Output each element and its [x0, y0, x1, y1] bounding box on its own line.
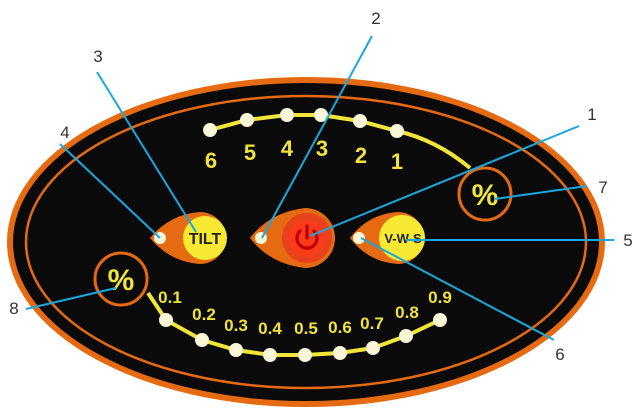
- upper-scale-led: [390, 124, 404, 138]
- vws-button[interactable]: [379, 215, 425, 261]
- callout-label-5: 5: [623, 231, 632, 250]
- lower-scale-led: [399, 329, 413, 343]
- lower-scale-label: 0.1: [158, 288, 182, 307]
- upper-scale-label: 5: [244, 140, 256, 165]
- percent-upper-button[interactable]: [457, 166, 513, 222]
- callout-line-8: [25, 287, 117, 310]
- upper-scale-label: 2: [355, 143, 367, 168]
- upper-scale-label: 3: [316, 136, 328, 161]
- lower-scale-led: [366, 341, 380, 355]
- percent-upper-label: %: [472, 179, 499, 212]
- callout-line-7: [494, 185, 588, 200]
- lower-scale-led: [263, 348, 277, 362]
- vws-button-group[interactable]: V-W-S: [350, 212, 425, 264]
- upper-scale-led: [314, 108, 328, 122]
- lower-scale-label: 0.5: [294, 319, 318, 338]
- callout-label-2: 2: [371, 9, 380, 28]
- percent-lower-button-group[interactable]: %: [93, 251, 149, 307]
- panel-inner-ring: [24, 94, 588, 390]
- vws-button-label: V-W-S: [384, 231, 422, 246]
- lower-scale-led: [159, 313, 173, 327]
- callout-labels: 1 2 3 4 5 6 7 8: [9, 9, 632, 364]
- power-icon: [295, 224, 319, 250]
- upper-scale-led: [203, 123, 217, 137]
- callout-lines: [25, 35, 614, 341]
- callout-label-8: 8: [9, 299, 18, 318]
- callout-label-1: 1: [587, 105, 596, 124]
- lower-scale-label: 0.6: [328, 318, 352, 337]
- lower-scale-led: [229, 343, 243, 357]
- lower-scale-track: [146, 291, 441, 357]
- lower-scale-led: [298, 348, 312, 362]
- upper-scale-label: 6: [205, 148, 217, 173]
- callout-label-6: 6: [555, 345, 564, 364]
- vws-indicator-led: [353, 232, 365, 244]
- callout-line-2: [261, 35, 373, 239]
- callout-label-3: 3: [93, 47, 102, 66]
- lower-scale-leds: 0.1 0.2 0.3 0.4 0.5 0.6 0.7 0.8 0.9: [158, 288, 452, 362]
- percent-lower-button[interactable]: [93, 251, 149, 307]
- lower-scale-label: 0.3: [224, 316, 248, 335]
- callout-line-1: [309, 125, 580, 237]
- upper-scale-label: 1: [391, 149, 403, 174]
- lower-scale-label: 0.4: [258, 319, 282, 338]
- lower-scale-label: 0.8: [395, 303, 419, 322]
- callout-line-6: [360, 237, 555, 341]
- tilt-button-label: TILT: [189, 231, 222, 248]
- upper-scale-led: [240, 113, 254, 127]
- callout-label-4: 4: [60, 123, 69, 142]
- callout-line-4: [59, 143, 161, 239]
- callout-label-7: 7: [598, 178, 607, 197]
- lower-scale-led: [333, 346, 347, 360]
- lower-scale-label: 0.7: [360, 314, 384, 333]
- lower-scale-led: [195, 333, 209, 347]
- upper-scale-led: [353, 114, 367, 128]
- percent-lower-label: %: [108, 264, 135, 297]
- upper-scale-label: 4: [281, 136, 294, 161]
- lower-scale-label: 0.9: [428, 288, 452, 307]
- callout-line-3: [96, 71, 197, 233]
- percent-upper-button-group[interactable]: %: [457, 166, 513, 222]
- lower-scale-label: 0.2: [192, 305, 216, 324]
- upper-scale-led: [280, 108, 294, 122]
- lower-scale-led: [433, 313, 447, 327]
